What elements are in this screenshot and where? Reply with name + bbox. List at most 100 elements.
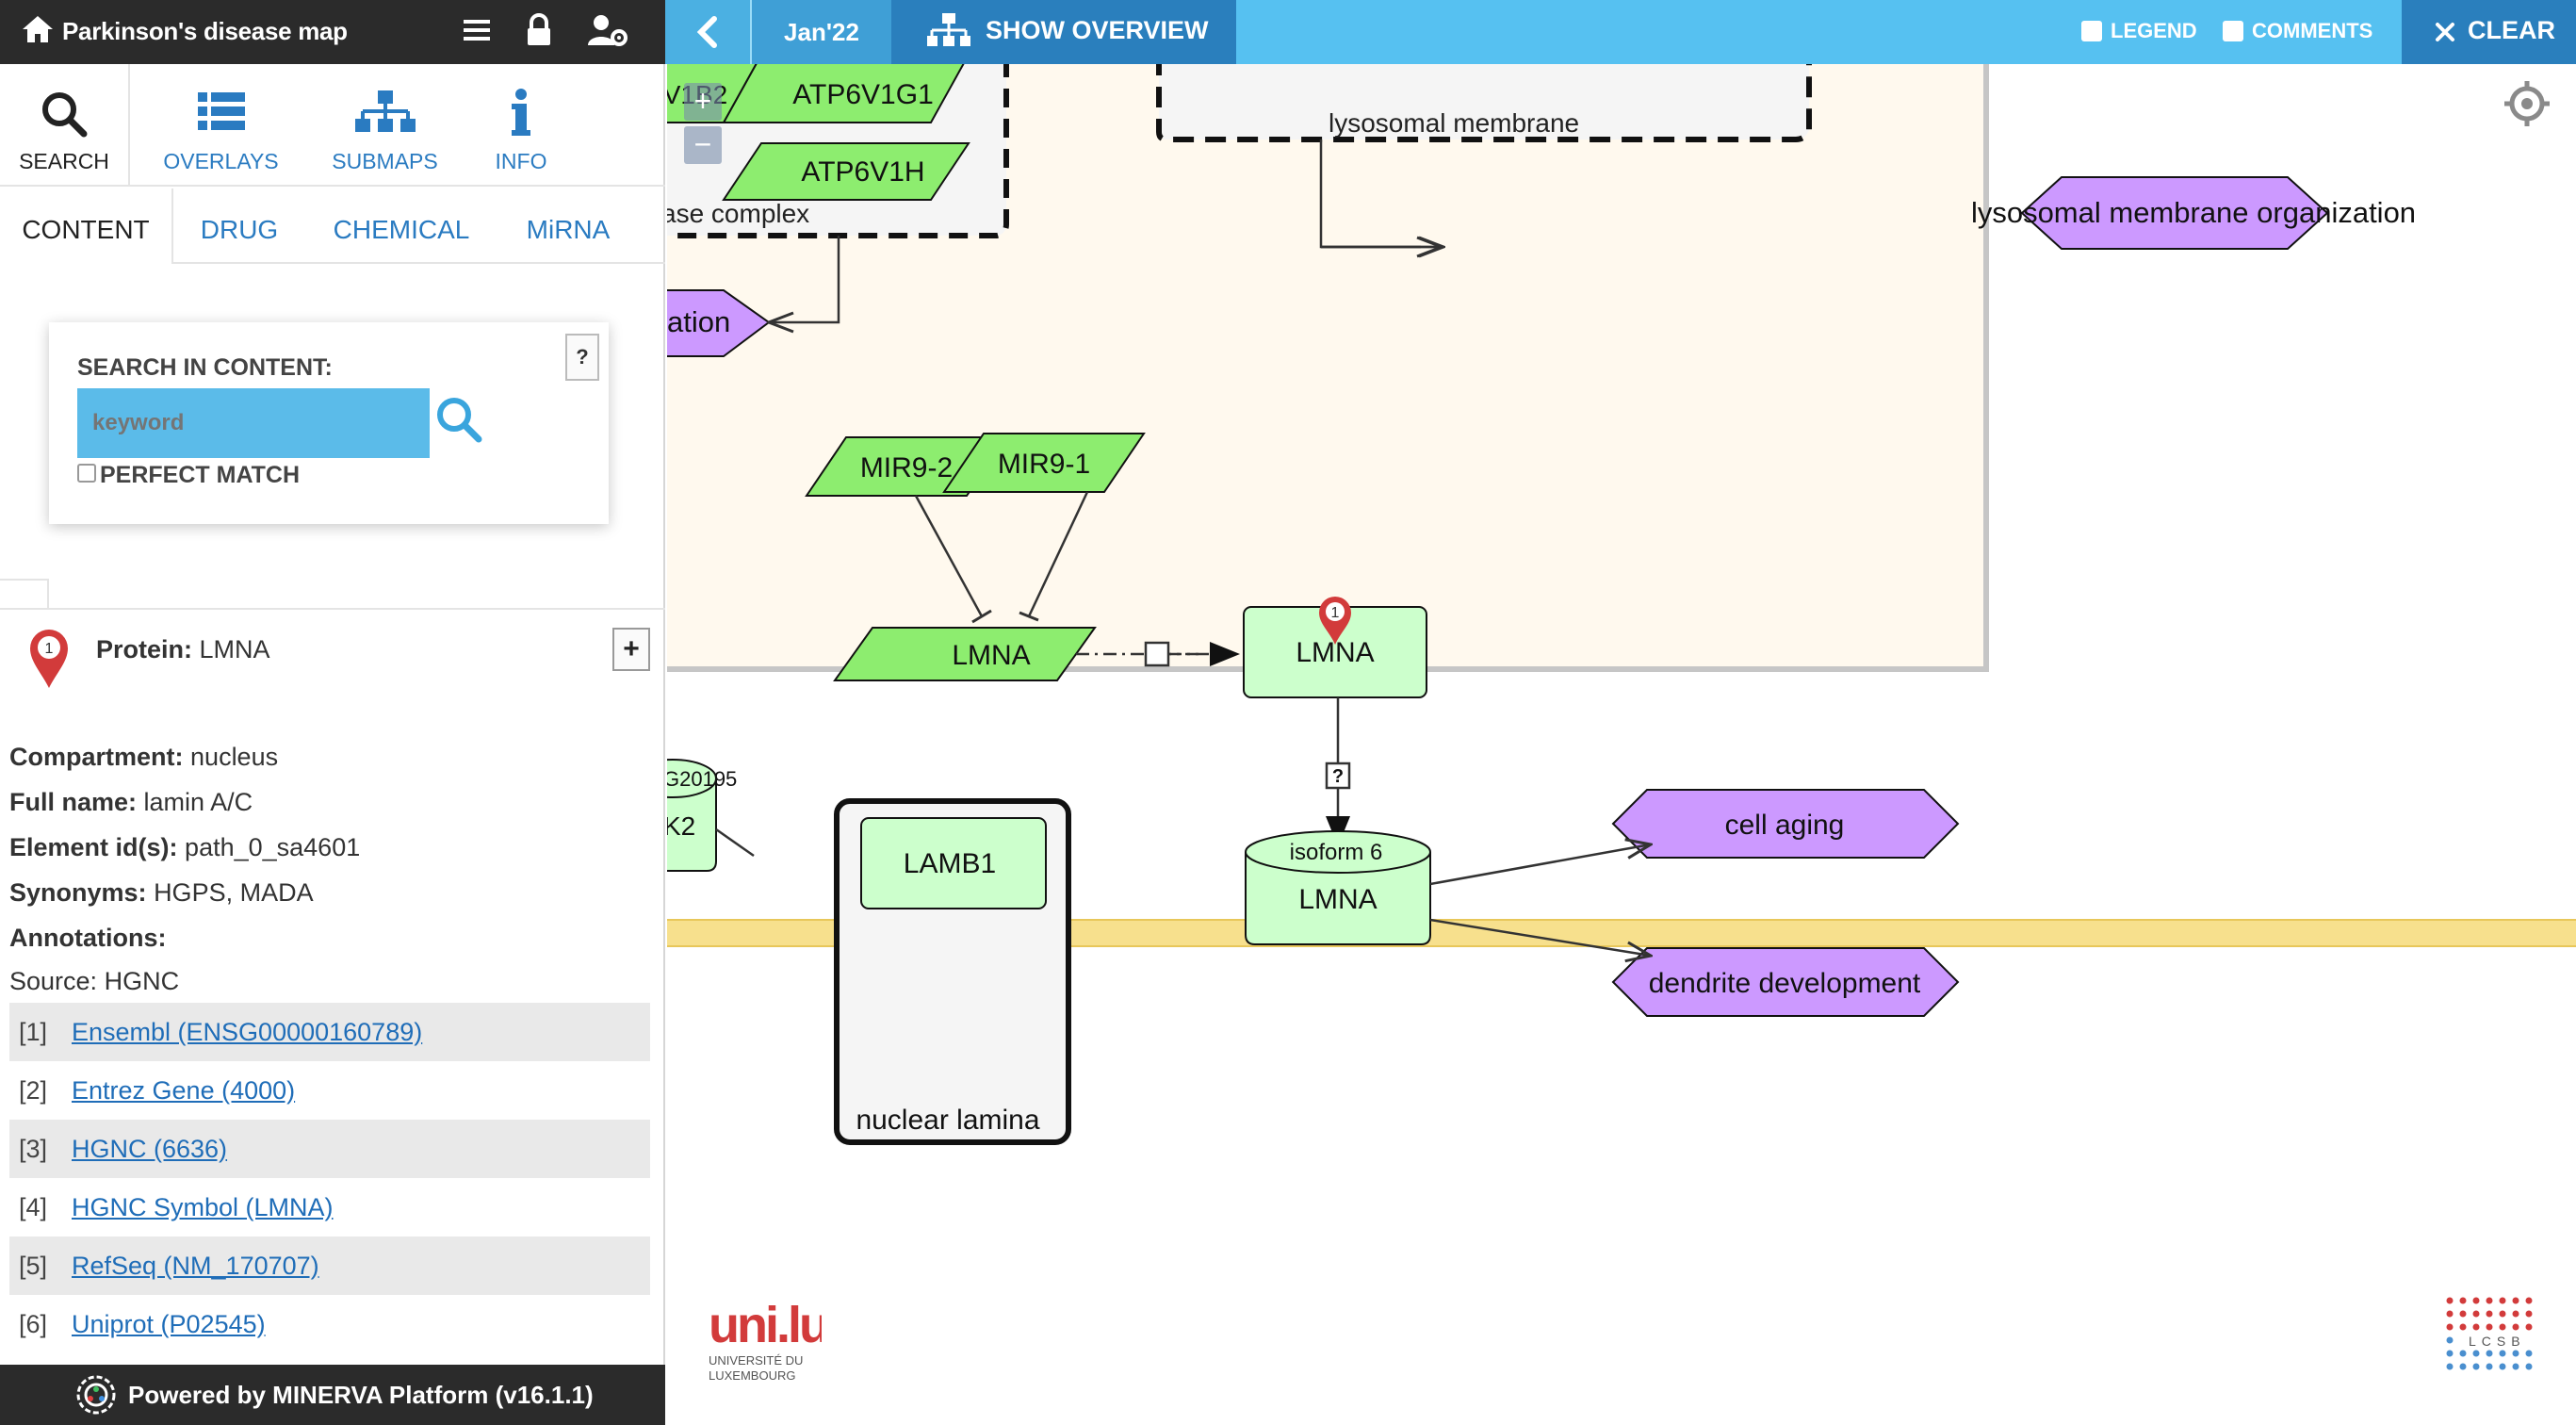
subtab-mirna[interactable]: MiRNA [526,215,611,244]
comments-checkbox[interactable] [2223,21,2243,41]
main-tabs: SEARCH OVERLAYS SUBMAPS [0,64,665,187]
map-marker-icon[interactable]: 1 [1319,597,1351,645]
atp6v1h-node [722,142,970,201]
content-subtabs: CONTENT DRUG CHEMICAL MiRNA [0,188,665,264]
complex-label: ase complex [667,199,809,228]
svg-text:K2: K2 [667,811,695,841]
annotation-row: [3]HGNC (6636) [9,1120,650,1178]
lcsb-logo: LCSB [2446,1297,2533,1370]
annotation-link[interactable]: RefSeq (NM_170707) [72,1252,319,1280]
lysosomal-membrane [1156,64,1812,142]
annotation-row: [2]Entrez Gene (4000) [19,1076,296,1105]
lysosomal-membrane-organization-phenotype [2020,176,2329,250]
result-title[interactable]: Protein: LMNA [96,635,270,663]
subtab-chemical[interactable]: CHEMICAL [333,215,470,244]
menu-icon[interactable] [460,13,494,47]
zoom-out-button[interactable]: − [684,126,722,164]
svg-text:ATP6V1G1: ATP6V1G1 [792,79,934,110]
search-input[interactable] [77,388,430,458]
edge-mir9-2-inhibits-lmna [914,495,984,617]
home-icon[interactable] [21,13,55,45]
legend-checkbox[interactable] [2081,21,2102,41]
svg-text:MIR9-2: MIR9-2 [860,452,953,483]
footer-text[interactable]: Powered by MINERVA Platform (v16.1.1) [128,1381,594,1409]
minerva-logo-icon [76,1375,116,1415]
edge-isoform-to-cell-aging [1429,844,1651,886]
svg-text:dendrite development: dendrite development [1649,968,1921,999]
clear-button[interactable]: CLEAR [2402,0,2576,64]
svg-text:nuclear lamina: nuclear lamina [856,1105,1039,1136]
annotation-link[interactable]: HGNC (6636) [72,1135,228,1163]
tab-info[interactable]: INFO [458,64,584,185]
svg-text:LCSB: LCSB [2469,1334,2526,1349]
svg-text:cell aging: cell aging [1725,810,1845,841]
comments-label: COMMENTS [2252,19,2373,42]
results-divider [0,608,665,610]
back-button[interactable] [665,0,750,64]
marker-number: 1 [1331,605,1340,621]
svg-text:LUXEMBOURG: LUXEMBOURG [709,1368,795,1383]
tab-search[interactable]: SEARCH [0,64,128,185]
search-submit-icon[interactable] [433,394,486,447]
lmna-rna-node [833,627,1097,681]
help-button[interactable]: ? [565,334,599,381]
edge-isoform-to-dendrite [1429,918,1651,956]
left-panel: Parkinson's disease map SEARCH [0,0,665,1425]
subtab-drug[interactable]: DRUG [200,215,279,244]
field-element-id: Element id(s): path_0_sa4601 [9,833,361,861]
annotation-row: [1]Ensembl (ENSG00000160789) [9,1003,650,1061]
crosshair-icon[interactable] [2503,79,2552,128]
search-header: SEARCH IN CONTENT: [77,354,333,381]
lmna-isoform-node [1245,830,1431,945]
edge-k2-to-lamina [715,827,755,858]
show-overview-button[interactable]: SHOW OVERVIEW [891,0,1236,64]
close-icon [2436,23,2454,41]
legend-label: LEGEND [2111,19,2197,42]
annotation-link[interactable]: Entrez Gene (4000) [72,1076,296,1105]
zoom-in-button[interactable]: + [684,83,722,121]
annotation-row: [5]RefSeq (NM_170707) [9,1237,650,1295]
expand-button[interactable]: + [612,628,650,671]
process-square [1144,641,1170,667]
subtab-content[interactable]: CONTENT [0,188,173,264]
tab-overlays[interactable]: OVERLAYS [128,64,312,185]
sitemap-icon [927,13,970,46]
chevron-left-icon [696,16,717,48]
app-title: Parkinson's disease map [62,17,348,45]
search-icon [42,92,88,138]
app-header: Parkinson's disease map [0,0,665,64]
marker-number: 1 [45,641,54,657]
results-tab-notch [0,579,49,609]
lysosomal-membrane-label: lysosomal membrane [1329,108,1579,138]
k2-node [667,759,717,872]
overlays-icon [197,92,245,130]
field-full-name: Full name: lamin A/C [9,788,253,816]
svg-text:ATP6V1H: ATP6V1H [801,156,924,188]
lock-icon[interactable] [524,13,554,47]
annotation-link[interactable]: Uniprot (P02545) [72,1310,266,1338]
map-marker-icon[interactable]: 1 [28,628,70,690]
version-selector[interactable]: Jan'22 [750,0,891,64]
mir9-1-node [942,433,1146,493]
svg-text:isoform 6: isoform 6 [1290,840,1383,865]
map-canvas[interactable]: ase complex lysosomal membrane ATP6V1G1 … [667,64,2576,1425]
edge-mir9-1-inhibits-lmna [1027,491,1089,617]
user-settings-icon[interactable] [586,13,629,49]
ation-phenotype [667,289,771,357]
perfect-match-checkbox[interactable] [77,464,96,483]
unknown-process-square [1325,762,1351,790]
svg-text:LMNA: LMNA [952,640,1030,671]
lamb1-node [860,817,1047,909]
field-annotations: Annotations: [9,924,167,952]
field-synonyms: Synonyms: HGPS, MADA [9,878,314,907]
tab-submaps[interactable]: SUBMAPS [312,64,458,185]
annotation-link[interactable]: HGNC Symbol (LMNA) [72,1193,334,1221]
svg-text:G20195: G20195 [667,767,737,791]
footer: Powered by MINERVA Platform (v16.1.1) [0,1365,665,1425]
map-toolbar: Jan'22 SHOW OVERVIEW LEGEND COMMENTS CLE… [665,0,2576,64]
svg-text:ation: ation [667,305,730,338]
annotation-link[interactable]: Ensembl (ENSG00000160789) [72,1018,423,1046]
perfect-match-label: PERFECT MATCH [100,462,301,488]
field-compartment: Compartment: nucleus [9,743,279,771]
svg-text:MIR9-1: MIR9-1 [998,449,1090,480]
